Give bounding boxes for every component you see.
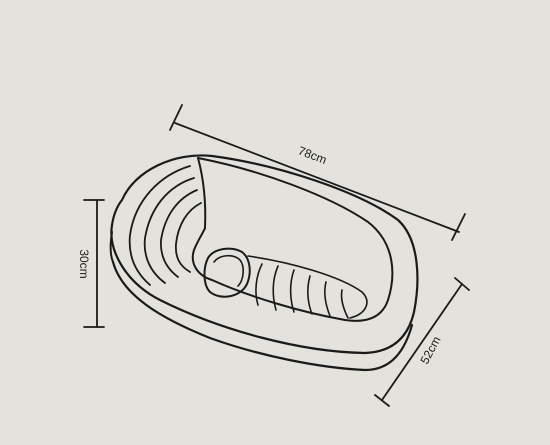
tub-base-side xyxy=(109,231,114,263)
length-dimension: 78cm xyxy=(169,104,466,241)
height-dimension: 30cm xyxy=(77,199,105,328)
height-label: 30cm xyxy=(77,249,91,278)
tub-inner-rim xyxy=(197,157,394,322)
width-dimension-line xyxy=(381,283,463,401)
tub-base-edge xyxy=(111,260,414,372)
tub-outer-rim xyxy=(110,154,419,355)
width-tick-bottom xyxy=(374,394,390,407)
tub-floor-rib-1 xyxy=(255,263,263,306)
width-label: 52cm xyxy=(417,334,443,366)
tub-left-rib-1 xyxy=(128,165,191,286)
tub-left-rib-2 xyxy=(143,177,195,284)
tub-backrest-side xyxy=(191,227,213,281)
length-tick-right xyxy=(451,213,466,241)
width-tick-top xyxy=(454,277,470,291)
tub-floor-outline xyxy=(247,255,368,319)
tub-headrest-pad-inner xyxy=(213,254,244,287)
tub-floor-rib-3 xyxy=(289,269,295,313)
length-tick-left xyxy=(169,104,183,131)
tub-floor-rib-4 xyxy=(307,275,313,315)
tub-floor-rib-5 xyxy=(323,281,331,317)
tub-floor-rib-6 xyxy=(340,289,349,319)
length-label: 78cm xyxy=(296,143,328,167)
inflatable-bathtub-illustration xyxy=(109,154,419,372)
tub-floor-rib-2 xyxy=(272,265,279,311)
tub-backrest-front xyxy=(197,157,207,229)
length-dimension-line xyxy=(174,122,460,233)
tub-headrest-pad xyxy=(203,247,251,298)
tub-left-rib-3 xyxy=(160,189,198,278)
tub-left-rib-4 xyxy=(175,202,202,273)
